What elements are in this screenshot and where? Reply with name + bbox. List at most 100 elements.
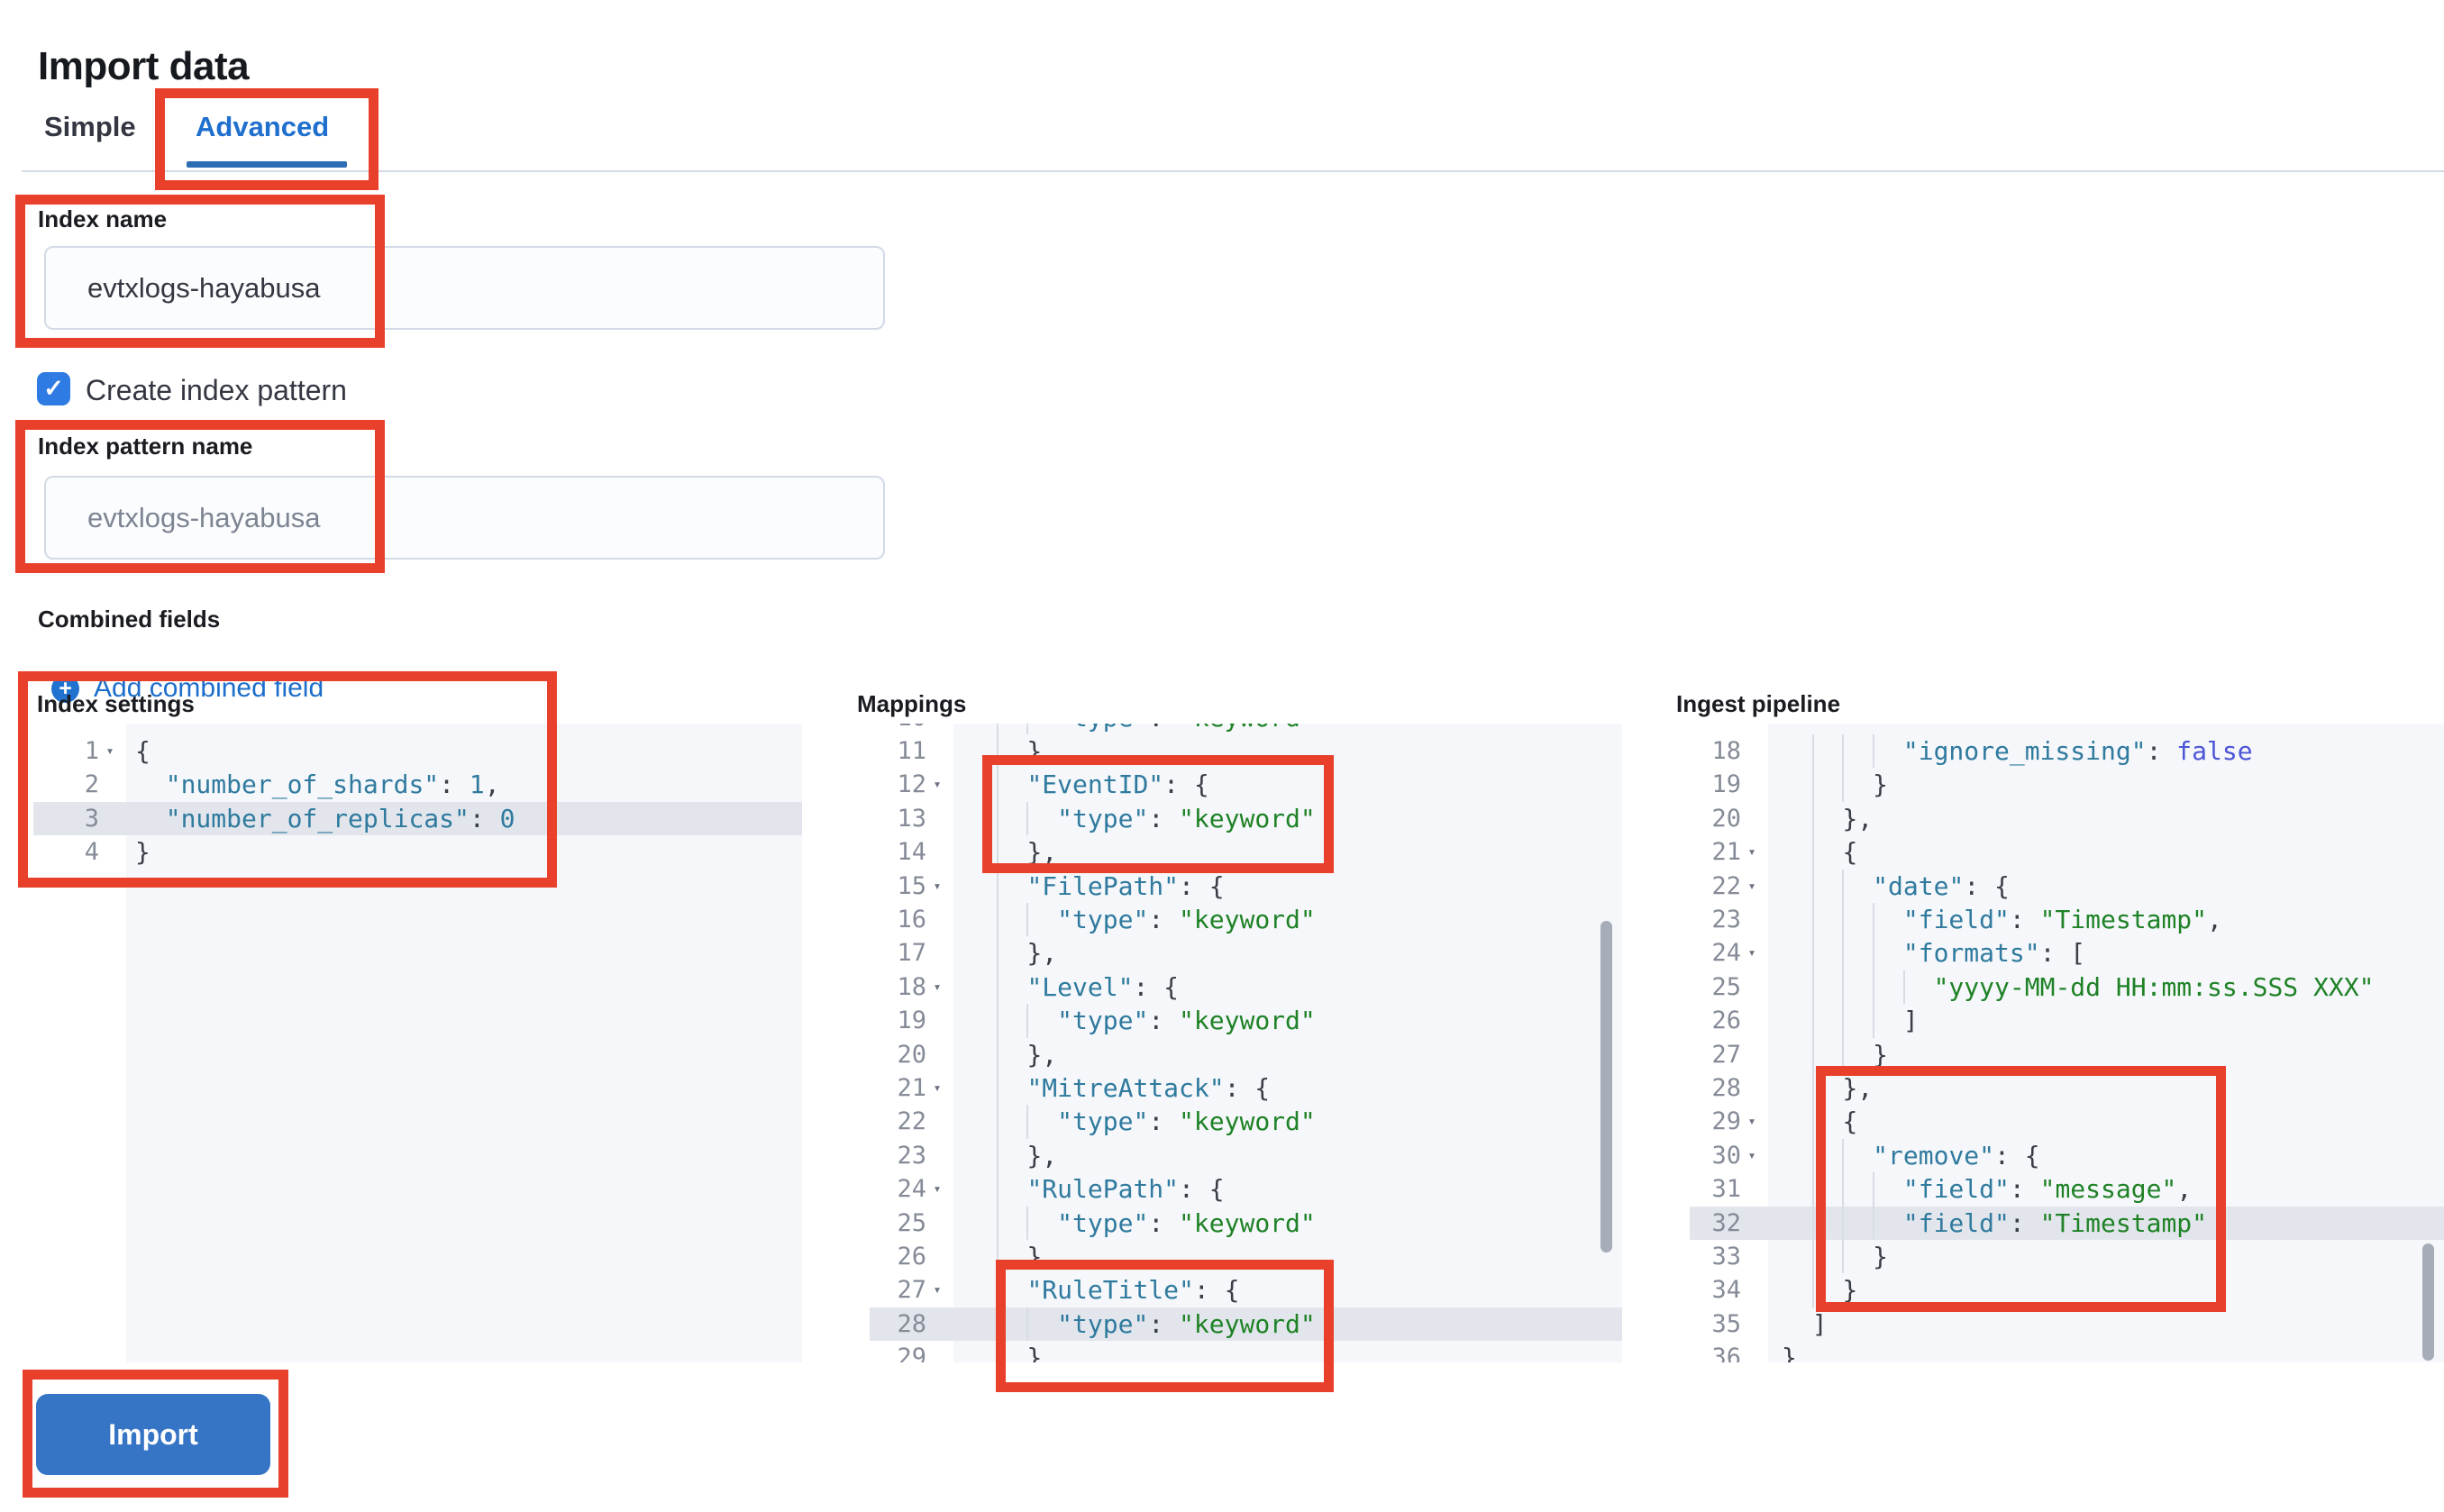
indent-guide xyxy=(996,1004,999,1038)
tabs-divider xyxy=(22,170,2444,172)
indent-guide xyxy=(996,724,999,734)
indent-guide xyxy=(1842,734,1845,769)
index-pattern-name-input[interactable]: evtxlogs-hayabusa xyxy=(44,476,885,560)
indent-guide xyxy=(1842,1240,1845,1274)
code-line-pipeline-21: 21▾ { xyxy=(1690,835,2444,870)
indent-guide xyxy=(996,1206,999,1240)
mappings-scrollbar[interactable] xyxy=(1600,921,1612,1252)
index-name-value: evtxlogs-hayabusa xyxy=(87,271,321,304)
indent-guide xyxy=(1811,835,1814,870)
indent-guide xyxy=(1842,970,1845,1005)
index-pattern-placeholder: evtxlogs-hayabusa xyxy=(87,501,321,533)
indent-guide xyxy=(1811,1240,1814,1274)
index-name-input[interactable]: evtxlogs-hayabusa xyxy=(44,246,885,330)
tab-advanced[interactable]: Advanced xyxy=(196,111,330,142)
code-line-pipeline-33: 33 } xyxy=(1690,1240,2444,1274)
code-line-mappings-23: 23 }, xyxy=(870,1138,1622,1173)
code-line-pipeline-30: 30▾ "remove": { xyxy=(1690,1138,2444,1173)
indent-guide xyxy=(1873,1172,1875,1207)
code-line-mappings-26: 26 }, xyxy=(870,1240,1622,1274)
ingest-pipeline-scrollbar[interactable] xyxy=(2422,1243,2434,1361)
code-line-mappings-29: 29 }, xyxy=(870,1341,1622,1362)
fold-arrow-icon[interactable]: ▾ xyxy=(1747,1146,1756,1163)
fold-arrow-icon[interactable]: ▾ xyxy=(933,1180,942,1198)
indent-guide xyxy=(1842,936,1845,970)
fold-arrow-icon[interactable]: ▾ xyxy=(1747,843,1756,861)
code-line-mappings-13: 13 "type": "keyword" xyxy=(870,801,1622,836)
code-line-settings-3: 3 "number_of_replicas": 0 xyxy=(33,801,802,836)
indent-guide xyxy=(1873,1004,1875,1038)
indent-guide xyxy=(996,1307,999,1342)
fold-arrow-icon[interactable]: ▾ xyxy=(1747,1113,1756,1130)
mappings-label: Mappings xyxy=(857,690,967,717)
indent-guide xyxy=(1842,1206,1845,1240)
code-line-pipeline-22: 22▾ "date": { xyxy=(1690,869,2444,903)
fold-arrow-icon[interactable]: ▾ xyxy=(933,877,942,894)
indent-guide xyxy=(1811,1004,1814,1038)
index-name-label: Index name xyxy=(38,205,168,232)
code-line-mappings-28: 28 "type": "keyword" xyxy=(870,1307,1622,1342)
ingest-pipeline-label: Ingest pipeline xyxy=(1676,690,1841,717)
fold-arrow-icon[interactable]: ▾ xyxy=(933,978,942,995)
indent-guide xyxy=(996,835,999,870)
indent-guide xyxy=(1873,970,1875,1005)
create-index-pattern-checkbox[interactable]: ✓ xyxy=(37,372,70,405)
indent-guide xyxy=(996,1341,999,1362)
indent-guide xyxy=(1811,869,1814,903)
indent-guide xyxy=(1811,734,1814,769)
indent-guide xyxy=(996,1273,999,1307)
indent-guide xyxy=(996,801,999,836)
indent-guide xyxy=(1026,1307,1029,1342)
indent-guide xyxy=(1873,734,1875,769)
indent-guide xyxy=(1811,970,1814,1005)
code-line-mappings-21: 21▾ "MitreAttack": { xyxy=(870,1071,1622,1106)
indent-guide xyxy=(1026,1004,1029,1038)
code-line-pipeline-36: 36} xyxy=(1711,1343,1797,1362)
indent-guide xyxy=(1842,768,1845,802)
fold-arrow-icon[interactable]: ▾ xyxy=(933,1281,942,1298)
indent-guide xyxy=(1842,1037,1845,1071)
indent-guide xyxy=(996,903,999,937)
code-line-mappings-24: 24▾ "RulePath": { xyxy=(870,1172,1622,1207)
index-settings-label: Index settings xyxy=(37,690,195,717)
fold-arrow-icon[interactable]: ▾ xyxy=(933,1079,942,1096)
indent-guide xyxy=(1026,801,1029,836)
code-line-mappings-14: 14 }, xyxy=(870,835,1622,870)
code-line-pipeline-28: 28 }, xyxy=(1690,1071,2444,1106)
indent-guide xyxy=(1811,1105,1814,1139)
code-line-pipeline-34: 34 } xyxy=(1690,1273,2444,1307)
indent-guide xyxy=(1811,1071,1814,1106)
indent-guide xyxy=(1902,970,1905,1005)
index-settings-editor[interactable]: 1▾{2 "number_of_shards": 1,3 "number_of_… xyxy=(33,724,802,1362)
import-button[interactable]: Import xyxy=(36,1394,270,1475)
indent-guide xyxy=(1811,1172,1814,1207)
code-line-pipeline-25: 25 "yyyy-MM-dd HH:mm:ss.SSS XXX" xyxy=(1690,970,2444,1005)
page-title: Import data xyxy=(38,44,250,89)
code-line-pipeline-24: 24▾ "formats": [ xyxy=(1690,936,2444,970)
indent-guide xyxy=(1873,1206,1875,1240)
code-line-mappings-27: 27▾ "RuleTitle": { xyxy=(870,1273,1622,1307)
indent-guide xyxy=(1842,1172,1845,1207)
indent-guide xyxy=(1026,903,1029,937)
indent-guide xyxy=(1842,1138,1845,1173)
fold-arrow-icon[interactable]: ▾ xyxy=(1747,877,1756,894)
create-index-pattern-label: Create index pattern xyxy=(86,374,347,406)
indent-guide xyxy=(996,869,999,903)
indent-guide xyxy=(1842,1004,1845,1038)
code-line-mappings-17: 17 }, xyxy=(870,936,1622,970)
tab-simple[interactable]: Simple xyxy=(44,111,136,142)
fold-arrow-icon[interactable]: ▾ xyxy=(105,742,114,759)
code-line-mappings-16: 16 "type": "keyword" xyxy=(870,903,1622,937)
code-line-pipeline-35: 35 ] xyxy=(1711,1308,1828,1339)
mappings-editor[interactable]: 10 "type": "keyword"11 },12▾ "EventID": … xyxy=(870,724,1622,1362)
indent-guide xyxy=(996,1071,999,1106)
index-pattern-name-label: Index pattern name xyxy=(38,433,253,460)
fold-arrow-icon[interactable]: ▾ xyxy=(933,776,942,793)
indent-guide xyxy=(1026,1206,1029,1240)
indent-guide xyxy=(1842,869,1845,903)
combined-fields-label: Combined fields xyxy=(38,606,221,633)
code-line-mappings-18: 18▾ "Level": { xyxy=(870,970,1622,1005)
fold-arrow-icon[interactable]: ▾ xyxy=(1747,944,1756,961)
code-line-pipeline-19: 19 } xyxy=(1690,768,2444,802)
